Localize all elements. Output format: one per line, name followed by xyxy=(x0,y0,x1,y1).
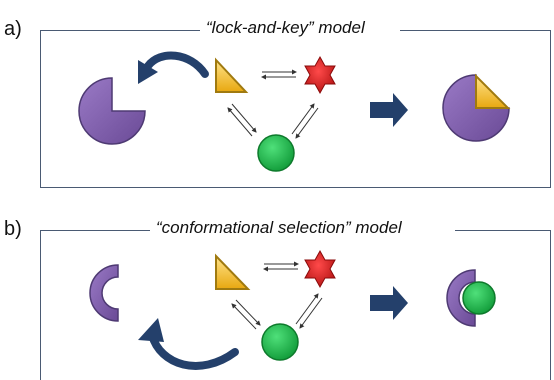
equilibrium-arrows-a xyxy=(227,69,319,139)
circle-ligand-a xyxy=(257,134,295,172)
panel-b-top-line-left xyxy=(40,230,150,231)
star-ligand-a xyxy=(304,55,336,95)
equilibrium-arrows-b xyxy=(231,261,323,330)
panel-b-label: b) xyxy=(4,218,22,240)
triangle-ligand-a xyxy=(215,57,249,93)
panel-a-title: “lock-and-key” model xyxy=(200,18,371,38)
reaction-arrow-b xyxy=(370,286,408,320)
curved-arrow-a xyxy=(138,51,209,84)
panel-a-label: a) xyxy=(4,18,22,40)
curved-arrow-b xyxy=(138,318,239,370)
panel-b-frame xyxy=(40,230,551,380)
panel-a-frame xyxy=(40,30,551,188)
protein-open-pocket-a xyxy=(78,77,146,145)
panel-b-top-line-right xyxy=(455,230,550,231)
panel-b-title: “conformational selection” model xyxy=(150,218,408,238)
panel-a-top-line-right xyxy=(400,30,550,31)
circle-ligand-b xyxy=(261,323,299,361)
star-ligand-b xyxy=(304,249,336,289)
panel-a-top-line-left xyxy=(40,30,200,31)
protein-c-shape-b xyxy=(89,264,119,322)
selection-complex-b xyxy=(446,269,496,327)
triangle-ligand-b xyxy=(215,253,251,290)
reaction-arrow-a xyxy=(370,93,408,127)
lock-key-complex-a xyxy=(442,73,511,142)
